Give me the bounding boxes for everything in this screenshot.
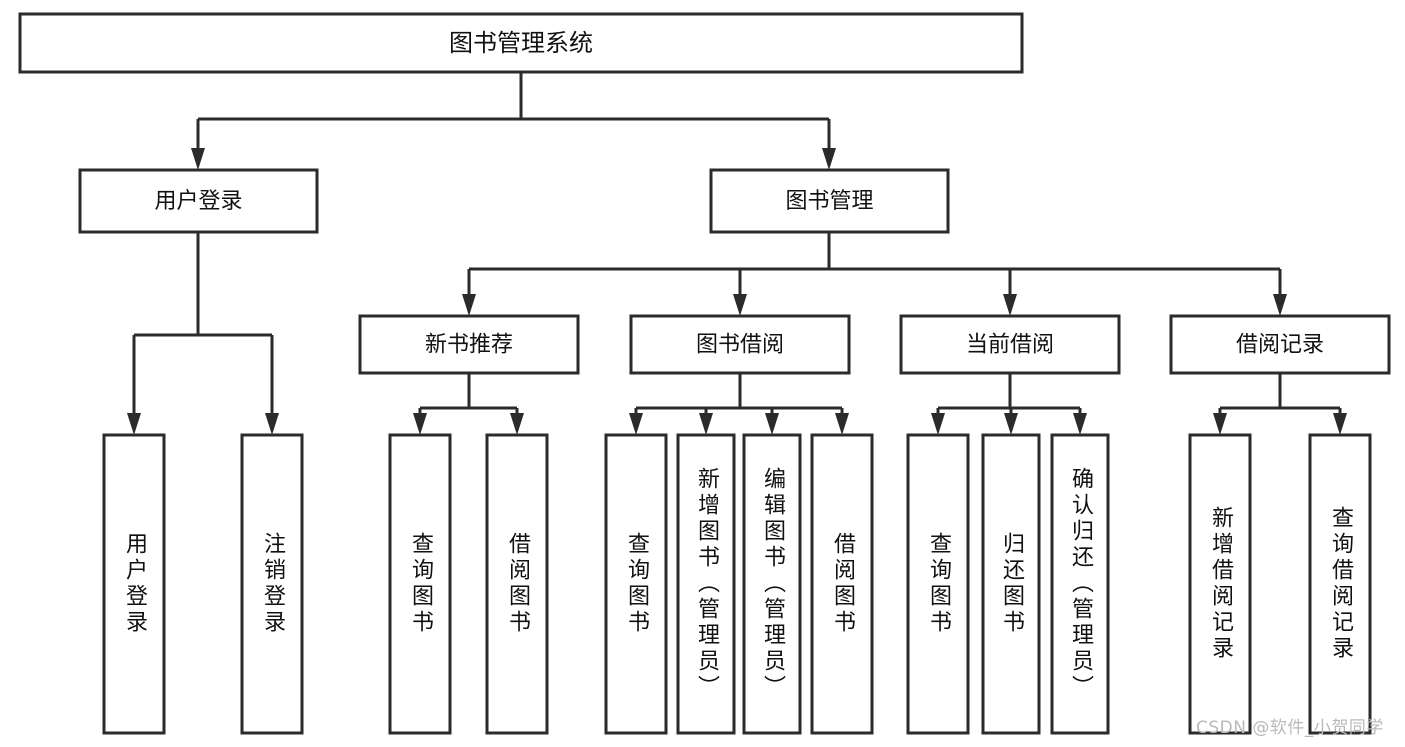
arrow-current-borrow-to-leaf-0 bbox=[931, 413, 945, 435]
csdn-watermark: CSDN @软件_小贺同学 bbox=[1196, 718, 1384, 738]
node-leaf-query-record[interactable] bbox=[1308, 433, 1372, 735]
node-label-user-login: 用户登录 bbox=[154, 189, 242, 214]
node-leaf-borrow-book-2[interactable] bbox=[810, 433, 874, 735]
arrow-new-book-recommend-to-leaf-1 bbox=[510, 413, 524, 435]
arrow-user-to-leaf-1 bbox=[265, 413, 279, 435]
node-leaf-query-book-2[interactable] bbox=[604, 433, 668, 735]
node-current-borrow[interactable] bbox=[899, 314, 1121, 375]
arrow-borrow-record-to-leaf-0 bbox=[1213, 413, 1227, 435]
arrow-book-to-level3-0 bbox=[462, 294, 476, 316]
node-label-root: 图书管理系统 bbox=[449, 29, 593, 57]
node-root[interactable] bbox=[18, 12, 1024, 74]
arrow-book-borrow-to-leaf-3 bbox=[835, 413, 849, 435]
node-new-book-recommend[interactable] bbox=[358, 314, 580, 375]
boxes-layer bbox=[18, 12, 1391, 735]
arrow-new-book-recommend-to-leaf-0 bbox=[413, 413, 427, 435]
node-label-new-book-recommend: 新书推荐 bbox=[425, 333, 513, 358]
node-label-current-borrow: 当前借阅 bbox=[966, 333, 1054, 358]
node-leaf-confirm-return[interactable] bbox=[1050, 433, 1110, 735]
node-leaf-add-record[interactable] bbox=[1188, 433, 1252, 735]
node-leaf-user-login[interactable] bbox=[102, 433, 166, 735]
arrow-root-to-level2-1 bbox=[822, 148, 836, 170]
node-book-borrow[interactable] bbox=[629, 314, 851, 375]
arrow-root-to-level2-0 bbox=[191, 148, 205, 170]
node-leaf-edit-book[interactable] bbox=[742, 433, 802, 735]
node-user-login[interactable] bbox=[78, 168, 319, 234]
arrow-book-to-level3-2 bbox=[1003, 294, 1017, 316]
node-label-book-manage: 图书管理 bbox=[785, 189, 873, 214]
node-label-borrow-record: 借阅记录 bbox=[1236, 333, 1324, 358]
arrow-user-to-leaf-0 bbox=[127, 413, 141, 435]
arrow-current-borrow-to-leaf-1 bbox=[1004, 413, 1018, 435]
arrow-book-borrow-to-leaf-1 bbox=[699, 413, 713, 435]
node-book-manage[interactable] bbox=[709, 168, 950, 234]
node-borrow-record[interactable] bbox=[1169, 314, 1391, 375]
node-leaf-return-book[interactable] bbox=[981, 433, 1041, 735]
connectors-layer bbox=[127, 72, 1347, 435]
node-leaf-query-book-3[interactable] bbox=[906, 433, 970, 735]
arrow-book-borrow-to-leaf-2 bbox=[765, 413, 779, 435]
arrow-borrow-record-to-leaf-1 bbox=[1333, 413, 1347, 435]
node-leaf-query-book-1[interactable] bbox=[388, 433, 452, 735]
node-leaf-logout[interactable] bbox=[240, 433, 304, 735]
arrow-book-to-level3-3 bbox=[1273, 294, 1287, 316]
arrow-book-borrow-to-leaf-0 bbox=[629, 413, 643, 435]
arrow-current-borrow-to-leaf-2 bbox=[1073, 413, 1087, 435]
node-label-book-borrow: 图书借阅 bbox=[696, 333, 784, 358]
node-leaf-borrow-book-1[interactable] bbox=[485, 433, 549, 735]
node-leaf-add-book[interactable] bbox=[676, 433, 736, 735]
arrow-book-to-level3-1 bbox=[733, 294, 747, 316]
